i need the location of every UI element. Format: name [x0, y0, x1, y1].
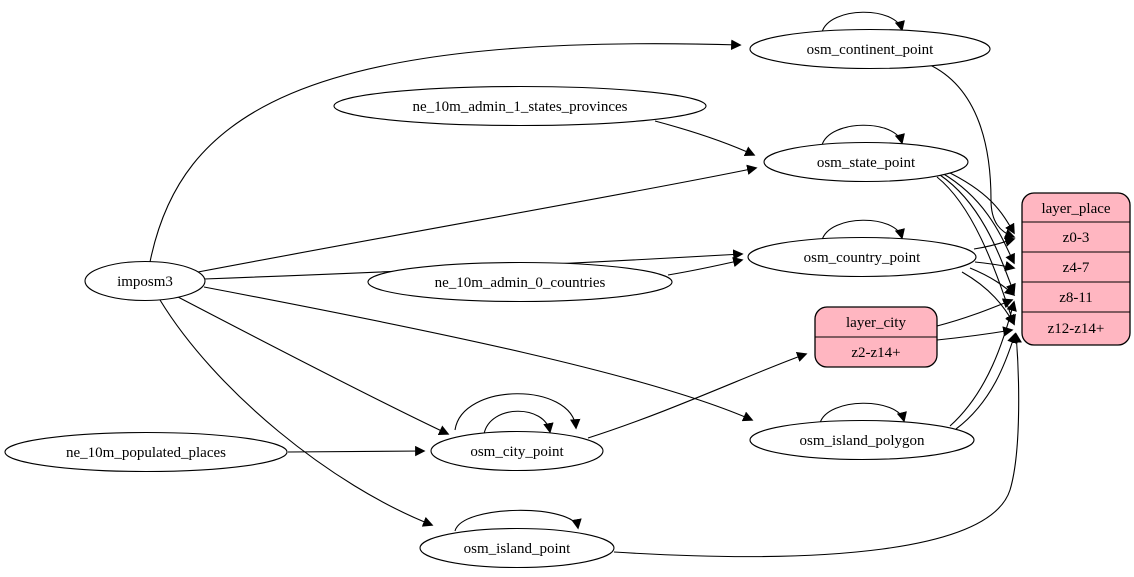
edge-imposm3-osm_city_point — [177, 296, 450, 435]
edge-osm_state_point-layer_place-z8-11 — [939, 174, 1016, 295]
node-osm_country_point-shape — [747, 236, 977, 278]
edge-osm_country_point-layer_place-z4-7 — [974, 260, 1016, 272]
record-layer_city-title: layer_city — [846, 315, 906, 331]
edge-osm_state_point-layer_place-z0-3 — [943, 169, 1015, 235]
record-layer_city: layer_city z2-z14+ — [814, 306, 938, 368]
edges-layer — [149, 11, 1022, 558]
edge-imposm3-osm_island_polygon — [203, 286, 754, 422]
self-loop-osm_country_point — [821, 219, 905, 241]
self-loop-osm_continent_point — [821, 11, 905, 33]
node-osm_island_polygon-label: osm_island_polygon — [799, 433, 925, 449]
node-osm_continent_point-shape — [749, 28, 991, 70]
edge-osm_continent_point-layer_place-z0-3 — [927, 63, 1016, 239]
node-osm_state_point-shape — [763, 141, 969, 183]
edge-osm_state_point-layer_place-z4-7 — [941, 172, 1015, 265]
node-ne_10m_admin_1_states_provinces-label: ne_10m_admin_1_states_provinces — [413, 99, 628, 115]
node-ne_10m_admin_0_countries: ne_10m_admin_0_countries — [367, 261, 673, 303]
self-loop-osm_city_point-inner — [483, 410, 554, 435]
node-ne_10m_populated_places-shape — [4, 431, 288, 473]
node-osm_country_point: osm_country_point — [747, 236, 977, 278]
edge-osm_country_point-layer_place-z8-11 — [969, 267, 1016, 297]
edge-osm_city_point-layer_city-z2-z14 — [587, 352, 808, 439]
node-ne_10m_populated_places-label: ne_10m_populated_places — [66, 445, 226, 461]
record-layer_place-box — [1021, 192, 1131, 346]
edge-imposm3-osm_state_point — [197, 164, 758, 273]
edge-osm_island_polygon-layer_place-z12-z14 — [955, 332, 1018, 430]
self-loop-osm_island_point — [454, 509, 582, 532]
node-osm_continent_point: osm_continent_point — [749, 28, 991, 70]
record-layer_place-title: layer_place — [1041, 201, 1110, 217]
node-osm_city_point: osm_city_point — [430, 430, 604, 472]
record-layer_place-row-z12-z14: z12-z14+ — [1048, 321, 1105, 337]
node-osm_island_polygon-shape — [749, 419, 975, 461]
node-imposm3-label: imposm3 — [117, 274, 173, 290]
edge-ne_10m_admin_0_countries-osm_country_point — [667, 256, 744, 276]
edge-ne_10m_populated_places-osm_city_point — [287, 445, 426, 457]
edge-imposm3-osm_continent_point — [149, 39, 742, 263]
node-ne_10m_populated_places: ne_10m_populated_places — [4, 431, 288, 473]
edge-layer_city-layer_place-z8-11 — [936, 298, 1014, 327]
node-imposm3: imposm3 — [84, 260, 206, 302]
self-loop-osm_city_point-outer — [454, 393, 581, 431]
record-layer_city-row-z2-z14: z2-z14+ — [851, 345, 900, 361]
node-ne_10m_admin_0_countries-shape — [367, 261, 673, 303]
edge-osm_country_point-layer_place-z12-z14 — [961, 271, 1015, 326]
node-osm_continent_point-label: osm_continent_point — [807, 42, 934, 58]
record-layer_place-row-z0-3: z0-3 — [1063, 230, 1090, 246]
self-loop-osm_state_point — [821, 124, 905, 146]
edge-ne_10m_admin_1_states_provinces-osm_state_point — [654, 120, 756, 157]
node-osm_island_polygon: osm_island_polygon — [749, 419, 975, 461]
edge-layer_city-layer_place-z12-z14 — [936, 326, 1014, 341]
node-ne_10m_admin_1_states_provinces-shape — [333, 85, 707, 127]
record-layer_place: layer_place z0-3 z4-7 z8-11 z12-z14+ — [1021, 192, 1131, 346]
node-imposm3-shape — [84, 260, 206, 302]
edge-imposm3-osm_island_point — [159, 299, 434, 527]
node-osm_state_point: osm_state_point — [763, 141, 969, 183]
record-layer_place-row-z4-7: z4-7 — [1063, 260, 1090, 276]
node-ne_10m_admin_0_countries-label: ne_10m_admin_0_countries — [435, 275, 606, 291]
node-osm_island_point: osm_island_point — [419, 527, 615, 569]
node-osm_island_point-shape — [419, 527, 615, 569]
node-osm_state_point-label: osm_state_point — [817, 155, 916, 171]
node-osm_island_point-label: osm_island_point — [464, 541, 572, 557]
self-loop-osm_island_polygon — [819, 402, 907, 424]
node-osm_city_point-shape — [430, 430, 604, 472]
edge-osm_island_polygon-layer_place-z8-11 — [949, 300, 1017, 427]
edge-osm_country_point-layer_place-z0-3 — [973, 236, 1016, 250]
node-ne_10m_admin_1_states_provinces: ne_10m_admin_1_states_provinces — [333, 85, 707, 127]
node-osm_city_point-label: osm_city_point — [470, 444, 564, 460]
edge-osm_island_point-layer_place-z12-z14 — [613, 332, 1022, 558]
node-osm_country_point-label: osm_country_point — [804, 250, 921, 266]
record-layer_place-row-z8-11: z8-11 — [1059, 290, 1093, 306]
